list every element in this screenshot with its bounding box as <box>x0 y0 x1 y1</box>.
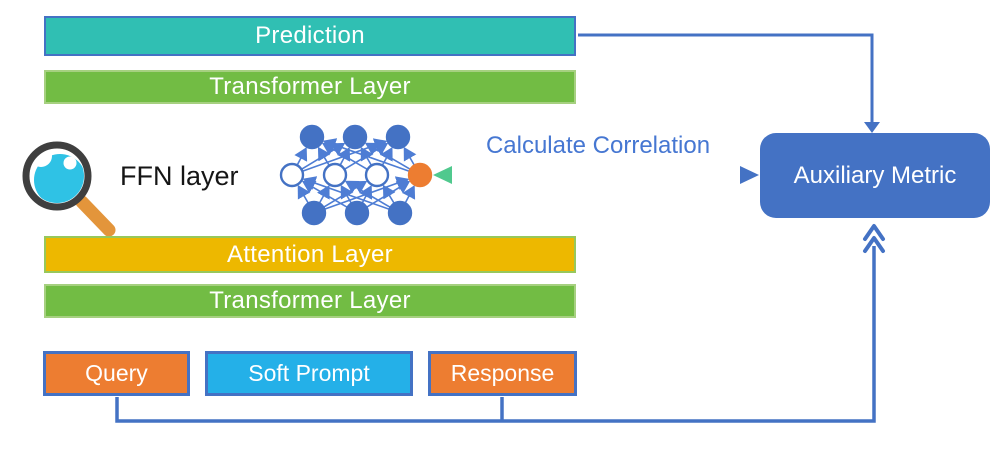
double-chevron-up-arrowhead <box>863 224 885 253</box>
response-box: Response <box>428 351 577 396</box>
network-node-hidden <box>364 162 390 188</box>
network-node-top <box>299 124 325 150</box>
transformer-layer-bottom-label: Transformer Layer <box>209 287 411 314</box>
query-box: Query <box>43 351 190 396</box>
attention-layer-label: Attention Layer <box>227 240 393 268</box>
network-node-hidden <box>279 162 305 188</box>
transformer-layer-bottom-bar: Transformer Layer <box>44 284 576 318</box>
ffn-layer-label: FFN layer <box>120 161 239 191</box>
response-label: Response <box>450 360 555 386</box>
prediction-bar: Prediction <box>44 16 576 56</box>
soft-prompt-label: Soft Prompt <box>248 360 370 386</box>
auxiliary-metric-box: Auxiliary Metric <box>760 133 990 218</box>
ffn-network-graphic <box>279 124 433 226</box>
network-node-bottom <box>301 200 327 226</box>
correlation-double-arrow <box>433 166 759 184</box>
calculate-correlation-label: Calculate Correlation <box>485 132 711 159</box>
network-node-bottom <box>344 200 370 226</box>
transformer-layer-top-label: Transformer Layer <box>209 73 411 100</box>
prediction-bar-label: Prediction <box>255 22 365 49</box>
network-node-highlighted-orange <box>407 162 433 188</box>
magnifier-icon <box>22 141 116 237</box>
network-node-top <box>385 124 411 150</box>
auxiliary-metric-label: Auxiliary Metric <box>793 161 957 189</box>
attention-layer-bar: Attention Layer <box>44 236 576 273</box>
transformer-layer-top-bar: Transformer Layer <box>44 70 576 104</box>
soft-prompt-box: Soft Prompt <box>205 351 413 396</box>
network-node-hidden <box>322 162 348 188</box>
network-node-top <box>342 124 368 150</box>
prediction-to-metric-arrow <box>578 33 880 133</box>
query-label: Query <box>85 360 148 386</box>
network-node-bottom <box>387 200 413 226</box>
